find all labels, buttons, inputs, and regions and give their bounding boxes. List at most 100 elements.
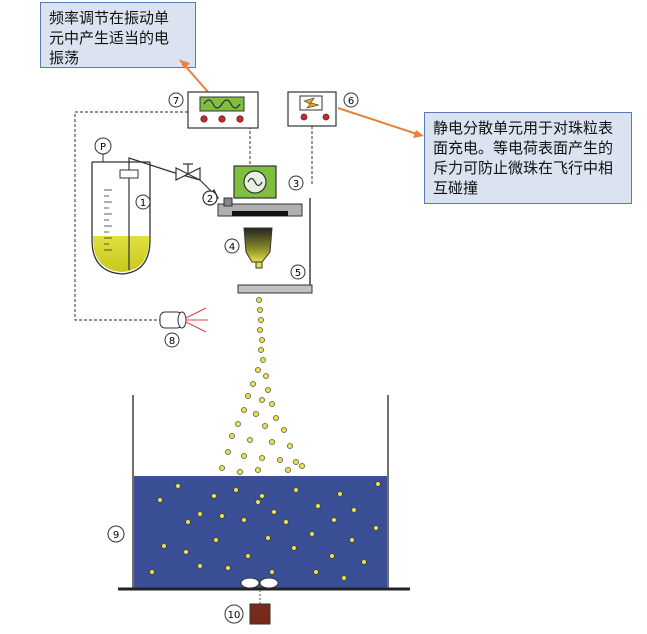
magnetic-stirrer-icon: 10 xyxy=(224,577,279,625)
falling-bead-26 xyxy=(259,455,265,461)
signal-wires xyxy=(74,111,313,321)
bath-bead-28 xyxy=(197,563,203,569)
frequency-callout: 频率调节在振动单 元中产生适当的电 振荡 xyxy=(40,2,196,68)
callout-arrows xyxy=(179,59,424,138)
stroboscope-icon: 8 xyxy=(159,307,208,348)
falling-bead-19 xyxy=(281,427,287,433)
falling-beads xyxy=(219,297,305,475)
falling-bead-8 xyxy=(263,373,269,379)
bath-bead-13 xyxy=(351,507,357,513)
bath-bead-4 xyxy=(293,487,299,493)
frequency-callout-line-1: 频率调节在振动单 xyxy=(49,9,170,27)
falling-bead-16 xyxy=(273,415,279,421)
falling-bead-24 xyxy=(225,449,231,455)
feed-tubing xyxy=(128,157,220,206)
frequency-callout-line-3: 振荡 xyxy=(49,49,80,67)
falling-bead-20 xyxy=(229,433,235,439)
falling-bead-13 xyxy=(269,401,275,407)
bath-bead-9 xyxy=(197,511,203,517)
bath-bead-5 xyxy=(337,491,343,497)
label-1: 1 xyxy=(140,198,146,209)
falling-bead-21 xyxy=(247,437,253,443)
falling-bead-5 xyxy=(258,347,264,353)
bath-bead-1 xyxy=(211,493,217,499)
bath-bead-2 xyxy=(233,487,239,493)
label-9: 9 xyxy=(113,530,119,541)
falling-bead-18 xyxy=(262,423,268,429)
vibration-unit: 3 xyxy=(233,165,304,199)
falling-bead-17 xyxy=(235,421,241,427)
bath-bead-25 xyxy=(291,545,297,551)
falling-bead-22 xyxy=(269,439,275,445)
label-7: 7 xyxy=(173,96,179,107)
falling-bead-11 xyxy=(245,393,251,399)
bath-bead-14 xyxy=(185,519,191,525)
bath-bead-6 xyxy=(375,481,381,487)
frequency-generator: 7 xyxy=(168,91,259,129)
bath-bead-8 xyxy=(255,499,261,505)
falling-bead-28 xyxy=(293,459,299,465)
falling-bead-33 xyxy=(299,463,305,469)
electrode-plate: 5 xyxy=(237,198,313,294)
electrostatic-callout-line-1: 静电分散单元用于对珠粒表 xyxy=(433,119,614,137)
falling-bead-25 xyxy=(241,453,247,459)
bath-bead-22 xyxy=(349,537,355,543)
bath-bead-7 xyxy=(157,497,163,503)
falling-bead-29 xyxy=(219,465,225,471)
label-2: 2 xyxy=(207,194,213,205)
bath-bead-26 xyxy=(245,553,251,559)
bath-bead-27 xyxy=(329,553,335,559)
bath-bead-32 xyxy=(269,569,275,575)
falling-bead-32 xyxy=(285,467,291,473)
falling-bead-4 xyxy=(259,337,265,343)
electrostatic-callout-line-4: 互碰撞 xyxy=(433,179,479,197)
falling-bead-2 xyxy=(258,317,264,323)
bath-bead-33 xyxy=(313,569,319,575)
bath-bead-34 xyxy=(341,575,347,581)
label-8: 8 xyxy=(169,336,175,347)
sine-wave-icon xyxy=(203,99,241,109)
label-10: 10 xyxy=(228,610,241,621)
falling-bead-10 xyxy=(265,387,271,393)
bath-bead-11 xyxy=(271,509,277,515)
bath-bead-23 xyxy=(161,543,167,549)
electrostatic-unit: 6 xyxy=(287,91,359,127)
falling-bead-30 xyxy=(237,469,243,475)
bath-bead-3 xyxy=(259,493,265,499)
falling-bead-6 xyxy=(260,357,266,363)
label-p: P xyxy=(100,142,106,153)
bath-bead-16 xyxy=(283,519,289,525)
falling-bead-3 xyxy=(257,327,263,333)
falling-bead-12 xyxy=(259,397,265,403)
falling-bead-15 xyxy=(253,411,259,417)
bath-beads xyxy=(149,481,381,581)
label-4: 4 xyxy=(229,242,235,253)
falling-bead-23 xyxy=(287,443,293,449)
nozzle-assembly: 4 xyxy=(217,197,303,269)
electrostatic-callout-line-2: 面充电。等电荷表面产生的 xyxy=(433,139,614,157)
bath-bead-17 xyxy=(331,517,337,523)
lightning-icon xyxy=(303,97,320,109)
electrostatic-callout-line-3: 斥力可防止微珠在飞行中相 xyxy=(433,159,614,177)
label-3: 3 xyxy=(293,179,299,190)
bath-bead-30 xyxy=(361,559,367,565)
bath-bead-10 xyxy=(219,513,225,519)
electrostatic-callout: 静电分散单元用于对珠粒表 面充电。等电荷表面产生的 斥力可防止微珠在飞行中相 互… xyxy=(424,112,632,204)
bath-bead-19 xyxy=(213,537,219,543)
falling-bead-9 xyxy=(250,381,256,387)
bath-bead-29 xyxy=(225,565,231,571)
bath-bead-0 xyxy=(175,483,181,489)
pressure-bottle: P 1 xyxy=(91,137,151,275)
valve-icon xyxy=(175,163,201,181)
bath-bead-21 xyxy=(309,531,315,537)
falling-bead-7 xyxy=(255,367,261,373)
bath-bead-12 xyxy=(315,503,321,509)
frequency-callout-line-2: 元中产生适当的电 xyxy=(49,29,170,47)
bath-bead-18 xyxy=(373,525,379,531)
bath-bead-15 xyxy=(241,517,247,523)
label-5: 5 xyxy=(295,268,301,279)
bath-bead-24 xyxy=(183,549,189,555)
falling-bead-1 xyxy=(257,307,263,313)
falling-bead-14 xyxy=(241,407,247,413)
